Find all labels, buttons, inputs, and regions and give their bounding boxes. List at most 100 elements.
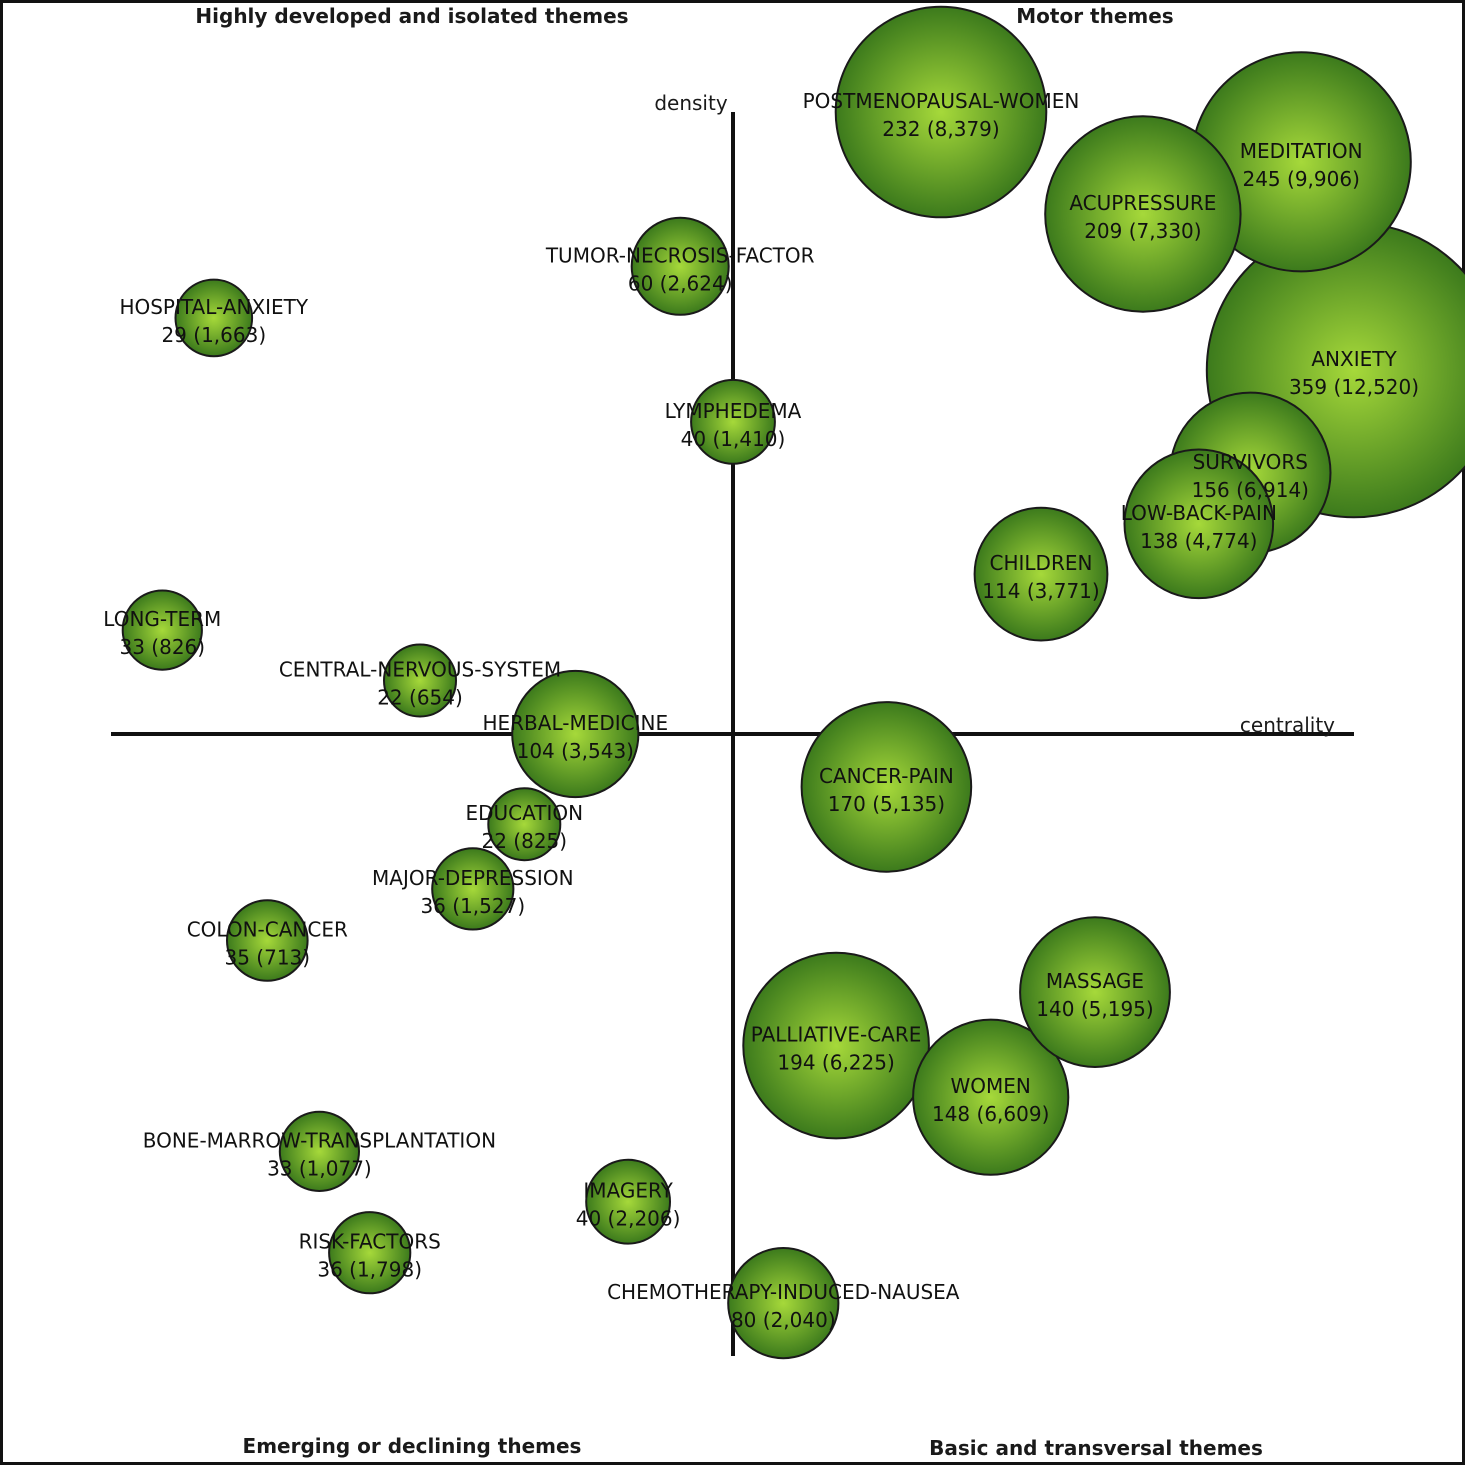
bubble-hospital-anxiety: [174, 278, 254, 358]
quadrant-title-top-right: Motor themes: [1016, 4, 1173, 28]
theme-imagery: [585, 1158, 671, 1245]
bubble-value-lymphedema: 40 (1,410): [681, 427, 786, 451]
theme-women: [912, 1018, 1070, 1176]
bubble-value-bone-marrow-transplantation: 33 (1,077): [267, 1156, 372, 1180]
bubble-central-nervous-system: [383, 643, 457, 718]
bubble-label-women: WOMEN: [951, 1074, 1031, 1098]
bubble-value-hospital-anxiety: 29 (1,663): [161, 323, 266, 347]
bubble-label-risk-factors: RISK-FACTORS: [299, 1230, 441, 1254]
bubble-label-lymphedema: LYMPHEDEMA: [665, 399, 802, 423]
bubble-value-anxiety: 359 (12,520): [1289, 375, 1419, 399]
bubble-value-meditation: 245 (9,906): [1242, 167, 1359, 191]
bubble-education: [487, 787, 562, 862]
bubble-value-long-term: 33 (826): [120, 635, 206, 659]
bubble-value-postmenopausal-women: 232 (8,379): [882, 117, 999, 141]
bubble-label-children: CHILDREN: [990, 551, 1093, 575]
bubble-long-term: [121, 589, 203, 671]
theme-cancer-pain: [800, 701, 973, 873]
bubble-children: [973, 506, 1109, 642]
bubble-label-tumor-necrosis-factor: TUMOR-NECROSIS-FACTOR: [545, 243, 815, 267]
bubble-acupressure: [1044, 115, 1242, 313]
x-axis-label: centrality: [1240, 713, 1335, 737]
bubble-value-cancer-pain: 170 (5,135): [828, 792, 945, 816]
theme-herbal-medicine: [511, 669, 640, 799]
theme-tumor-necrosis-factor: [630, 216, 730, 316]
bubble-value-education: 22 (825): [482, 829, 568, 853]
theme-risk-factors: [328, 1211, 412, 1295]
bubble-massage: [1019, 916, 1171, 1068]
bubble-chemotherapy-induced-nausea: [727, 1247, 840, 1360]
bubble-label-colon-cancer: COLON-CANCER: [187, 918, 348, 942]
quadrant-title-bottom-left: Emerging or declining themes: [243, 1434, 582, 1458]
bubble-label-acupressure: ACUPRESSURE: [1069, 191, 1216, 215]
theme-postmenopausal-women: [834, 5, 1048, 219]
bubble-bone-marrow-transplantation: [278, 1110, 360, 1193]
theme-long-term: [121, 589, 203, 671]
bubble-label-low-back-pain: LOW-BACK-PAIN: [1121, 501, 1277, 525]
bubble-tumor-necrosis-factor: [630, 216, 730, 316]
theme-central-nervous-system: [383, 643, 457, 718]
bubble-label-imagery: IMAGERY: [583, 1179, 673, 1203]
theme-chemotherapy-induced-nausea: [727, 1247, 840, 1360]
theme-acupressure: [1044, 115, 1242, 313]
bubble-value-massage: 140 (5,195): [1036, 997, 1153, 1021]
bubble-cancer-pain: [800, 701, 973, 873]
theme-hospital-anxiety: [174, 278, 254, 358]
bubble-label-survivors: SURVIVORS: [1193, 450, 1308, 474]
bubble-value-women: 148 (6,609): [932, 1102, 1049, 1126]
theme-palliative-care: [742, 951, 930, 1140]
bubble-palliative-care: [742, 951, 930, 1140]
theme-bone-marrow-transplantation: [278, 1110, 360, 1193]
bubble-herbal-medicine: [511, 669, 640, 799]
bubble-label-palliative-care: PALLIATIVE-CARE: [751, 1023, 922, 1047]
bubble-label-meditation: MEDITATION: [1240, 139, 1363, 163]
bubble-value-low-back-pain: 138 (4,774): [1140, 529, 1257, 553]
bubble-value-imagery: 40 (2,206): [576, 1207, 681, 1231]
bubble-layer: POSTMENOPAUSAL-WOMEN 232 (8,379) MEDITATIO…: [103, 5, 1465, 1360]
bubble-label-herbal-medicine: HERBAL-MEDICINE: [482, 711, 668, 735]
bubble-value-children: 114 (3,771): [982, 579, 1099, 603]
bubble-value-colon-cancer: 35 (713): [225, 946, 311, 970]
bubble-women: [912, 1018, 1070, 1176]
bubble-label-education: EDUCATION: [466, 801, 584, 825]
bubble-lymphedema: [690, 378, 776, 465]
theme-colon-cancer: [225, 899, 309, 982]
bubble-risk-factors: [328, 1211, 412, 1295]
bubble-label-central-nervous-system: CENTRAL-NERVOUS-SYSTEM: [279, 658, 561, 682]
bubble-imagery: [585, 1158, 671, 1245]
bubble-label-long-term: LONG-TERM: [103, 607, 221, 631]
bubble-value-major-depression: 36 (1,527): [420, 894, 525, 918]
quadrant-title-top-left: Highly developed and isolated themes: [195, 4, 628, 28]
bubble-label-postmenopausal-women: POSTMENOPAUSAL-WOMEN: [803, 89, 1080, 113]
bubble-postmenopausal-women: [834, 5, 1048, 219]
bubble-label-anxiety: ANXIETY: [1311, 347, 1397, 371]
bubble-label-major-depression: MAJOR-DEPRESSION: [372, 866, 574, 890]
theme-lymphedema: [690, 378, 776, 465]
bubble-label-massage: MASSAGE: [1046, 969, 1144, 993]
bubble-value-tumor-necrosis-factor: 60 (2,624): [628, 271, 733, 295]
bubble-low-back-pain: [1123, 448, 1275, 600]
bubble-value-herbal-medicine: 104 (3,543): [517, 739, 634, 763]
theme-children: [973, 506, 1109, 642]
bubble-value-central-nervous-system: 22 (654): [377, 686, 463, 710]
bubble-label-chemotherapy-induced-nausea: CHEMOTHERAPY-INDUCED-NAUSEA: [607, 1280, 960, 1304]
bubble-label-bone-marrow-transplantation: BONE-MARROW-TRANSPLANTATION: [143, 1128, 496, 1152]
bubble-value-chemotherapy-induced-nausea: 80 (2,040): [731, 1308, 836, 1332]
theme-massage: [1019, 916, 1171, 1068]
bubble-value-risk-factors: 36 (1,798): [317, 1258, 422, 1282]
bubble-label-cancer-pain: CANCER-PAIN: [819, 764, 954, 788]
bubble-value-palliative-care: 194 (6,225): [777, 1051, 894, 1075]
bubble-major-depression: [431, 847, 515, 931]
bubble-value-acupressure: 209 (7,330): [1084, 219, 1201, 243]
theme-education: [487, 787, 562, 862]
bubble-colon-cancer: [225, 899, 309, 982]
y-axis-label: density: [654, 91, 727, 115]
bubble-value-survivors: 156 (6,914): [1192, 478, 1309, 502]
theme-major-depression: [431, 847, 515, 931]
bubble-label-hospital-anxiety: HOSPITAL-ANXIETY: [119, 295, 308, 319]
quadrant-title-bottom-right: Basic and transversal themes: [929, 1436, 1263, 1460]
theme-low-back-pain: [1123, 448, 1275, 600]
